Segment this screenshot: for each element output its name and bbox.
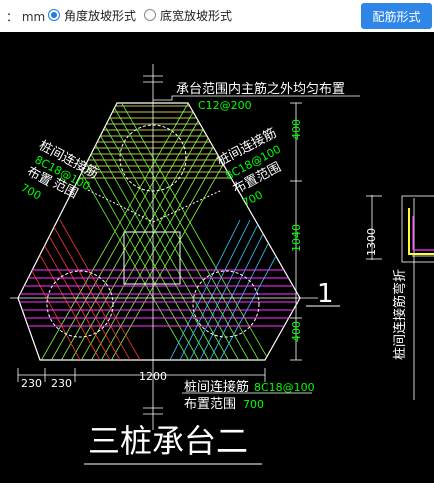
radio-angle-label: 角度放坡形式 — [64, 8, 137, 23]
dim-bottom-3: 1200 — [139, 370, 167, 383]
dim-right-mid: 1040 — [290, 224, 303, 252]
radio-width-slope[interactable]: 底宽放坡形式 — [144, 6, 232, 24]
radio-checked-icon — [48, 9, 60, 21]
section-number: 1 — [317, 279, 334, 309]
dim-right-bottom: 400 — [290, 321, 303, 342]
bottom-label-line2: 布置范围 — [184, 397, 236, 412]
bottom-horizontal-rebar — [18, 269, 300, 327]
pile-cap-drawing: 400 1040 400 230 230 1200 承台范围内主筋之外均匀布置 … — [10, 64, 434, 465]
toolbar: ： mm 角度放坡形式 底宽放坡形式 配筋形式 — [0, 0, 434, 32]
rebar-top: C12@200 — [198, 99, 252, 112]
dim-bottom-2: 230 — [51, 377, 72, 390]
dim-bottom-1: 230 — [21, 377, 42, 390]
pile-circle-left — [46, 270, 114, 338]
side-dim: 1300 — [365, 228, 378, 256]
bent-rebar-detail-inner — [412, 216, 434, 251]
radio-width-label: 底宽放坡形式 — [160, 8, 233, 23]
unit-label: ： mm — [6, 10, 46, 24]
drawing-title: 三桩承台二 — [88, 422, 248, 460]
bottom-label-dim: 700 — [243, 398, 264, 411]
dim-right-top: 400 — [290, 119, 303, 140]
radio-unchecked-icon — [144, 9, 156, 21]
lower-right-rebar — [169, 219, 291, 360]
bottom-label-rebar: 8C18@100 — [254, 381, 315, 394]
cad-drawing-canvas: 400 1040 400 230 230 1200 承台范围内主筋之外均匀布置 … — [0, 32, 434, 483]
top-leader — [153, 95, 360, 101]
note-top: 承台范围内主筋之外均匀布置 — [176, 81, 345, 97]
arm-boundaries — [87, 189, 223, 223]
rebar-form-button[interactable]: 配筋形式 — [361, 3, 432, 29]
bottom-dimension-line — [17, 368, 266, 382]
side-detail-frame — [366, 195, 434, 400]
bent-rebar-detail — [408, 208, 434, 255]
bottom-label-line1: 桩间连接筋 — [184, 379, 249, 395]
radio-angle-slope[interactable]: 角度放坡形式 — [48, 6, 136, 24]
column-outline — [123, 231, 181, 285]
side-label: 桩间连接筋弯折 — [392, 269, 408, 360]
pile-circle-right — [192, 270, 260, 338]
center-lines — [10, 64, 318, 430]
right-dimension-line — [290, 102, 302, 361]
